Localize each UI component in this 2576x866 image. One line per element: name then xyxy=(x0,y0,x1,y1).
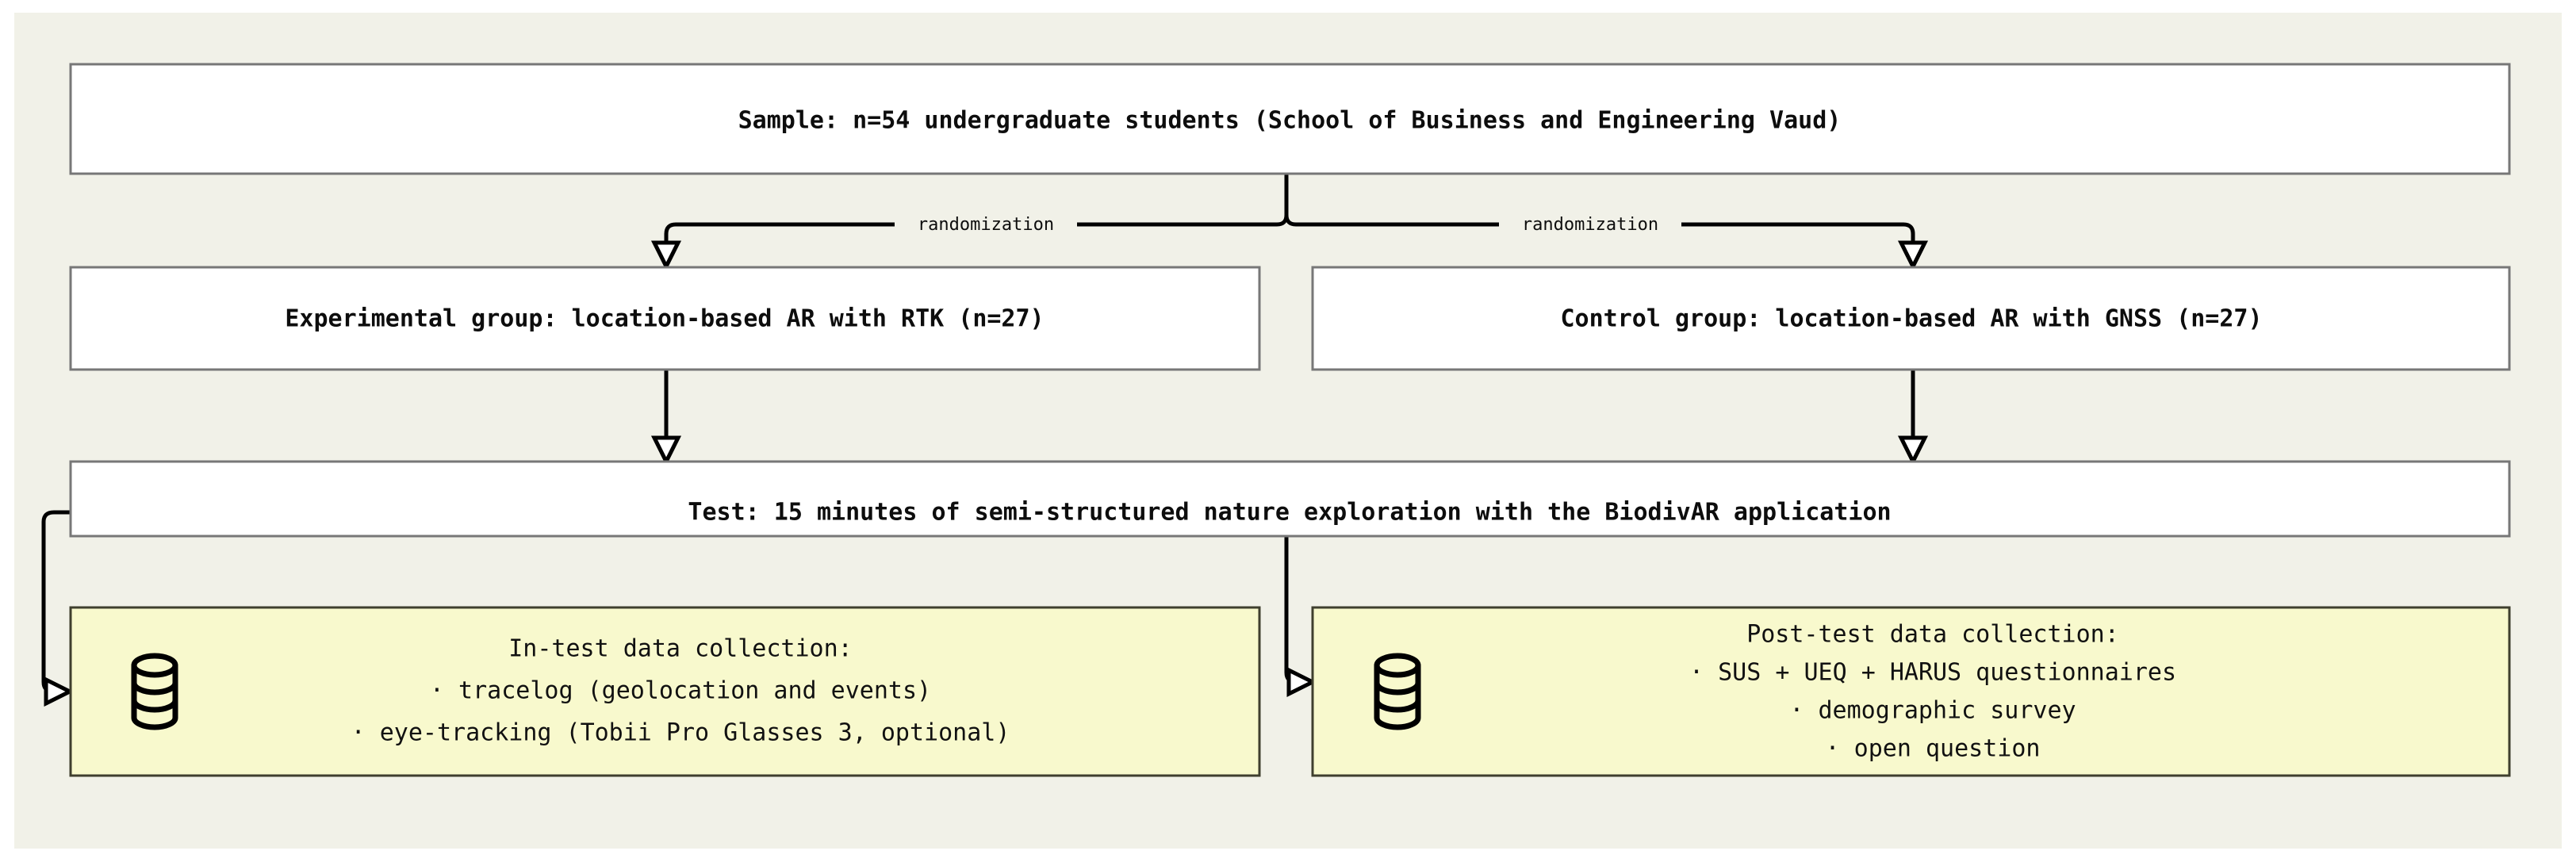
node-test-label: Test: 15 minutes of semi-structured natu… xyxy=(688,499,1891,527)
database-icon-in-test xyxy=(131,653,178,730)
database-icon-post-test xyxy=(1374,653,1421,730)
node-in-test-data-collection-box xyxy=(69,606,1261,777)
edge-test-in-test xyxy=(41,510,75,707)
edge-label-randomization-left: randomization xyxy=(918,215,1054,235)
node-post-test-line-2: · SUS + UEQ + HARUS questionnaires xyxy=(1689,659,2176,687)
node-experimental-group-box xyxy=(69,266,1261,371)
node-sample: Sample: n=54 undergraduate students (Sch… xyxy=(69,63,2511,175)
node-post-test-line-4: · open question xyxy=(1826,735,2041,763)
node-in-test-line-1: In-test data collection: xyxy=(508,635,852,663)
edge-sample-experimental-arrowhead xyxy=(650,240,682,271)
node-in-test-line-2: · tracelog (geolocation and events) xyxy=(430,677,931,705)
node-post-test-line-3: · demographic survey xyxy=(1789,697,2076,725)
edge-test-post-test-arrowhead xyxy=(1286,666,1317,698)
edge-test-post-test xyxy=(1284,536,1317,698)
edge-sample-control: randomization xyxy=(1284,174,1929,271)
edge-test-in-test-arrowhead xyxy=(44,676,75,707)
node-control-group: Control group: location-based AR with GN… xyxy=(1311,266,2511,371)
edge-experimental-test-arrowhead xyxy=(650,435,682,466)
node-sample-label: Sample: n=54 undergraduate students (Sch… xyxy=(738,107,1842,135)
edge-sample-control-label-bg xyxy=(1499,213,1681,236)
node-sample-box xyxy=(69,63,2511,175)
edge-control-test xyxy=(1897,370,1929,466)
node-control-group-box xyxy=(1311,266,2511,371)
edge-control-test-arrowhead xyxy=(1897,435,1929,466)
edge-label-randomization-right: randomization xyxy=(1522,215,1658,235)
node-experimental-group: Experimental group: location-based AR wi… xyxy=(69,266,1261,371)
node-in-test-line-3: · eye-tracking (Tobii Pro Glasses 3, opt… xyxy=(351,719,1010,747)
node-experimental-group-label: Experimental group: location-based AR wi… xyxy=(285,305,1044,333)
node-post-test-data-collection-box xyxy=(1311,606,2511,777)
node-test-box xyxy=(69,460,2511,538)
node-control-group-label: Control group: location-based AR with GN… xyxy=(1560,305,2262,333)
node-post-test-data-collection: Post-test data collection: · SUS + UEQ +… xyxy=(1311,606,2511,777)
edge-experimental-test xyxy=(650,370,682,466)
node-in-test-data-collection: In-test data collection: · tracelog (geo… xyxy=(69,606,1261,777)
edge-sample-experimental-label-bg xyxy=(895,213,1077,236)
node-test: Test: 15 minutes of semi-structured natu… xyxy=(69,460,2511,538)
node-post-test-line-1: Post-test data collection: xyxy=(1746,621,2119,649)
edge-sample-control-arrowhead xyxy=(1897,240,1929,271)
